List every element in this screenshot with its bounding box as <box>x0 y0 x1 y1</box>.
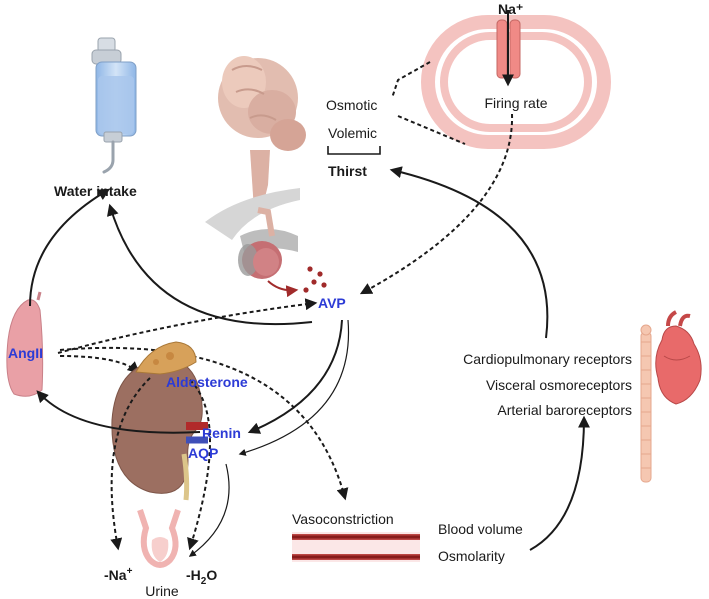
water-bottle-icon <box>91 37 137 174</box>
aldosterone-to-na-arrow <box>110 377 151 551</box>
avp-to-aqp-arrow <box>238 319 350 456</box>
lung-icon <box>6 291 44 397</box>
firing-rate-label: Firing rate <box>484 95 547 111</box>
minus-h2o-label: -H2O <box>186 567 217 587</box>
volemic-bracket <box>327 146 381 155</box>
avp-to-water-arrow <box>107 203 313 326</box>
volume-to-receptors-arrow <box>529 415 590 551</box>
heart-icon <box>655 310 702 405</box>
urine-label: Urine <box>145 583 179 599</box>
brain-icon <box>218 56 306 210</box>
vasoconstriction-label: Vasoconstriction <box>292 511 394 527</box>
visceral-label: Visceral osmoreceptors <box>486 377 632 393</box>
avp-particles <box>303 266 327 293</box>
volemic-label: Volemic <box>328 125 377 141</box>
angii-to-vasoconstriction-arrow <box>59 346 349 501</box>
cardiopulmonary-label: Cardiopulmonary receptors <box>463 351 632 367</box>
angii-label: AngII <box>8 345 43 361</box>
pituitary-release-arrow <box>267 280 299 298</box>
kidney-icon <box>111 359 208 501</box>
adrenal-icon <box>135 341 197 375</box>
pituitary-icon <box>205 188 300 279</box>
renin-to-angii-arrow <box>36 390 201 434</box>
aqp-label: AQP <box>188 445 218 461</box>
arterial-label: Arterial baroreceptors <box>497 402 632 418</box>
osmotic-connector <box>391 61 431 99</box>
minus-na-label: -Na+ <box>104 566 133 583</box>
angii-to-water-arrow <box>29 188 111 307</box>
blood-volume-label: Blood volume <box>438 521 523 537</box>
renin-label: Renin <box>202 425 241 441</box>
osmotic-label: Osmotic <box>326 97 377 113</box>
blood-vessel-icon <box>292 532 420 562</box>
osmotic-connector-lower <box>397 115 466 145</box>
firing-to-avp-arrow <box>359 113 514 295</box>
neuron-channel-icon <box>421 15 611 149</box>
na-plus-label: Na⁺ <box>498 1 523 17</box>
aqp-to-h2o-arrow <box>188 463 230 557</box>
osmolarity-label: Osmolarity <box>438 548 505 564</box>
receptors-to-thirst-arrow <box>389 166 549 339</box>
water-intake-label: Water intake <box>54 183 137 199</box>
avp-to-renin-arrow <box>247 319 343 434</box>
spine-icon <box>640 324 652 483</box>
thirst-label: Thirst <box>328 163 367 179</box>
angii-to-aldosterone-arrow <box>59 355 140 374</box>
angii-to-avp-arrow <box>57 298 318 354</box>
aldosterone-to-na-right <box>187 379 211 551</box>
avp-label: AVP <box>318 295 346 311</box>
bladder-icon <box>137 509 181 568</box>
aldosterone-label: Aldosterone <box>166 374 248 390</box>
